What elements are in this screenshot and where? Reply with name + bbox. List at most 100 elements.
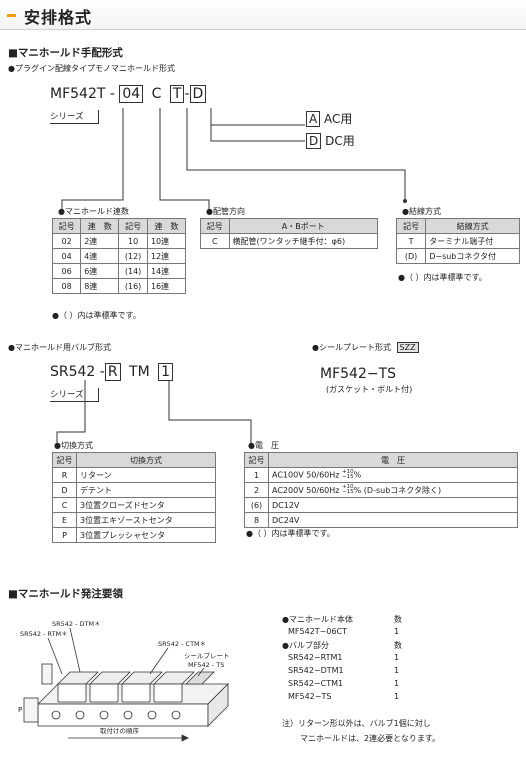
table-cell: C (52, 497, 77, 513)
list-item-qty: 1 (394, 679, 400, 688)
table-cell: T (395, 233, 427, 249)
table-row: 08 8連 (16) 16連 (51, 278, 187, 294)
seal-plate-badge: SZZ (396, 342, 419, 353)
table-cell: P (52, 527, 77, 543)
manifold-heading: ■マニホールド手配形式 (8, 47, 123, 59)
valve-code-1-box: 1 (158, 363, 174, 381)
table-row: R リターン (52, 467, 216, 483)
table-cell: DC24V (268, 512, 518, 528)
table-cell: 10連 (146, 233, 187, 249)
table-row: 02 2連 10 10連 (51, 233, 187, 249)
stations-table: 記号 連 数 記号 連 数 02 2連 10 10連 04 4連 (12) 12… (51, 218, 187, 294)
table-cell: C (200, 233, 230, 249)
voltage-text: AC100V 50/60Hz (272, 470, 340, 480)
valve-code-dash: - (99, 364, 105, 380)
table-cell: 10 (118, 233, 148, 249)
table-cell: 1 (244, 467, 269, 483)
table-cell: 06 (51, 263, 82, 279)
table-cell: 14連 (146, 263, 187, 279)
wiring-note: ●（ ）内は準標準です。 (398, 273, 487, 282)
order-note-2: マニホールドは、2連必要となります。 (300, 734, 441, 743)
code-d-box: D (189, 85, 207, 103)
table-header: 切換方式 (76, 452, 216, 468)
voltage-option-a: A AC用 (306, 110, 352, 127)
code-base: MF542T (50, 86, 106, 102)
percent-sign: % (353, 470, 362, 480)
table-cell: D−subコネクタ付 (425, 248, 520, 264)
table-cell: E (52, 512, 77, 528)
seal-plate-caption-text: ●シールプレート形式 (312, 343, 391, 352)
voltage-label-d: DC用 (325, 134, 355, 148)
table-cell: AC100V 50/60Hz +10−15% (268, 467, 518, 483)
table-cell: (D) (395, 248, 427, 264)
valve-series-label: シリーズ (50, 388, 99, 402)
table-row: C 3位置クローズドセンタ (52, 497, 216, 513)
line-voltage (168, 380, 252, 443)
line-switching (56, 380, 86, 443)
valve-code-tm: TM (129, 364, 150, 380)
valve-code: SR542 -R TM 1 (50, 363, 174, 381)
table-cell: 08 (51, 278, 82, 294)
voltage-code-d: D (306, 133, 322, 149)
valve-subheading: ●マニホールド用バルブ形式 (8, 343, 111, 352)
table-header: 電 圧 (268, 452, 518, 468)
list-item-label: SR542−CTM1 (288, 679, 344, 688)
line-wiring (186, 108, 406, 199)
table-row: 06 6連 (14) 14連 (51, 263, 187, 279)
table-header: 記号 (395, 218, 427, 234)
table-cell: 8連 (80, 278, 120, 294)
seal-plate-sub: (ガスケット・ボルト付) (326, 385, 413, 394)
list-item: SR542−CTM1 1 (282, 679, 422, 692)
code-stations-box: 04 (119, 85, 144, 103)
table-cell: (6) (244, 497, 269, 513)
tolerance: +10−15 (342, 469, 354, 480)
manifold-series-label: シリーズ (50, 110, 99, 124)
diagram-label-rtm: SR542 - RTM＊ (20, 630, 68, 638)
tolerance-minus: −15 (342, 489, 354, 495)
line-stations (61, 108, 124, 209)
table-row: D デテント (52, 482, 216, 498)
table-cell: デテント (76, 482, 216, 498)
manifold-code: MF542T - 04 C T-D (50, 85, 207, 103)
valve-code-base: SR542 (50, 364, 96, 380)
list-item-qty: 1 (394, 653, 400, 662)
table-row: 1 AC100V 50/60Hz +10−15% (244, 467, 518, 483)
table-cell: 3位置クローズドセンタ (76, 497, 216, 513)
tolerance-plus: +10 (342, 469, 354, 475)
table-row: 8 DC24V (244, 512, 518, 528)
list-item-label: SR542−DTM1 (288, 666, 344, 675)
table-cell: (14) (118, 263, 148, 279)
voltage-option-d: D DC用 (306, 132, 355, 149)
line-voltage-a (210, 108, 305, 126)
list-item: ●バルブ部分数 (282, 640, 422, 653)
table-row: (D) D−subコネクタ付 (395, 248, 520, 264)
table-cell: 3位置プレッシャセンタ (76, 527, 216, 543)
table-cell: 3位置エキゾーストセンタ (76, 512, 216, 528)
table-cell: DC12V (268, 497, 518, 513)
list-item-label: ●バルブ部分 (282, 641, 329, 650)
table-row: 04 4連 (12) 12連 (51, 248, 187, 264)
seal-plate-model: MF542−TS (320, 366, 397, 382)
code-c: C (151, 86, 162, 102)
table-cell: 横配管(ワンタッチ継手付：φ6) (228, 233, 379, 249)
table-header: 記号 (51, 218, 82, 234)
tolerance: +10−15 (342, 484, 354, 495)
diagram-label-dtm: SR542 - DTM＊ (52, 620, 101, 628)
table-cell: ターミナル端子付 (425, 233, 520, 249)
voltage-remark: (D-subコネクタ除く) (363, 485, 442, 495)
piping-table: 記号 A・Bポート C 横配管(ワンタッチ継手付：φ6) (200, 218, 379, 249)
manifold-subheading: ●プラグイン配線タイプモノマニホールド形式 (8, 64, 175, 73)
tolerance-minus: −15 (342, 474, 354, 480)
wiring-table: 記号 結線方式 T ターミナル端子付 (D) D−subコネクタ付 (395, 218, 520, 264)
list-item-label: MF542−TS (288, 692, 332, 701)
code-dash: - (109, 86, 115, 102)
table-cell: (16) (118, 278, 148, 294)
table-header: 連 数 (146, 218, 187, 234)
voltage-note: ●（ ）内は準標準です。 (246, 529, 335, 538)
list-item-label: ●マニホールド本体 (282, 615, 353, 624)
valve-code-r-box: R (104, 363, 121, 381)
page-title: 安排格式 (24, 8, 93, 27)
